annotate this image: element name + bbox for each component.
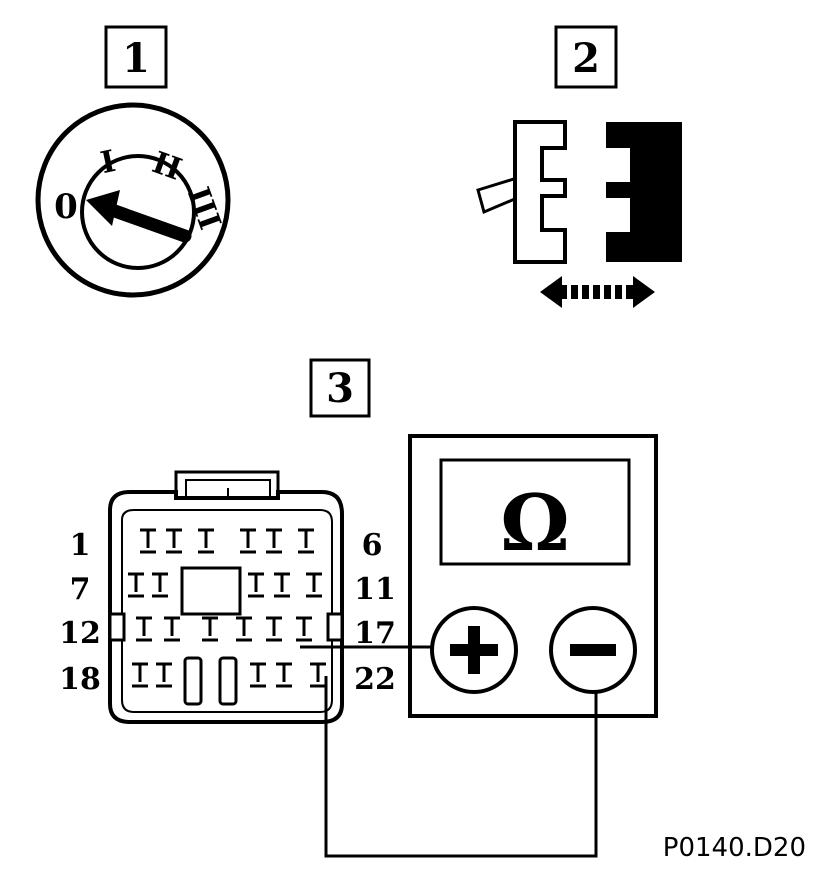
ohm-symbol: Ω — [500, 478, 569, 569]
pin-label-6: 6 — [362, 528, 383, 563]
pin-label-12: 12 — [59, 616, 101, 651]
pin-label-11: 11 — [354, 572, 396, 607]
ignition-arrow-icon — [86, 190, 192, 243]
step-2-number: 2 — [572, 35, 600, 82]
ohmmeter: Ω — [408, 434, 658, 718]
negative-probe-wire — [324, 676, 598, 858]
ignition-position-0: 0 — [54, 187, 78, 227]
step-2-label-box: 2 — [554, 25, 618, 89]
ohmmeter-display — [439, 458, 631, 566]
pin-label-18: 18 — [59, 662, 101, 697]
pin-label-17: 17 — [354, 616, 396, 651]
pin-label-1: 1 — [70, 528, 91, 563]
pin-label-22: 22 — [354, 662, 396, 697]
double-arrow-icon — [540, 276, 655, 308]
step-3-label-box: 3 — [309, 358, 371, 418]
probe-wires — [300, 645, 598, 858]
connector-face — [108, 470, 344, 724]
pin-label-7: 7 — [70, 572, 91, 607]
ignition-switch-icon: 0 I II III — [35, 102, 231, 298]
connector-terminals — [128, 528, 326, 688]
step-1-number: 1 — [122, 35, 150, 82]
step-1-label-box: 1 — [104, 25, 168, 89]
step-3-number: 3 — [326, 365, 354, 412]
figure-reference: P0140.D20 — [663, 833, 806, 863]
pin-labels: 1 6 7 11 12 17 18 22 — [59, 528, 396, 697]
connector-plug-icon — [476, 120, 682, 264]
minus-icon — [570, 644, 616, 656]
